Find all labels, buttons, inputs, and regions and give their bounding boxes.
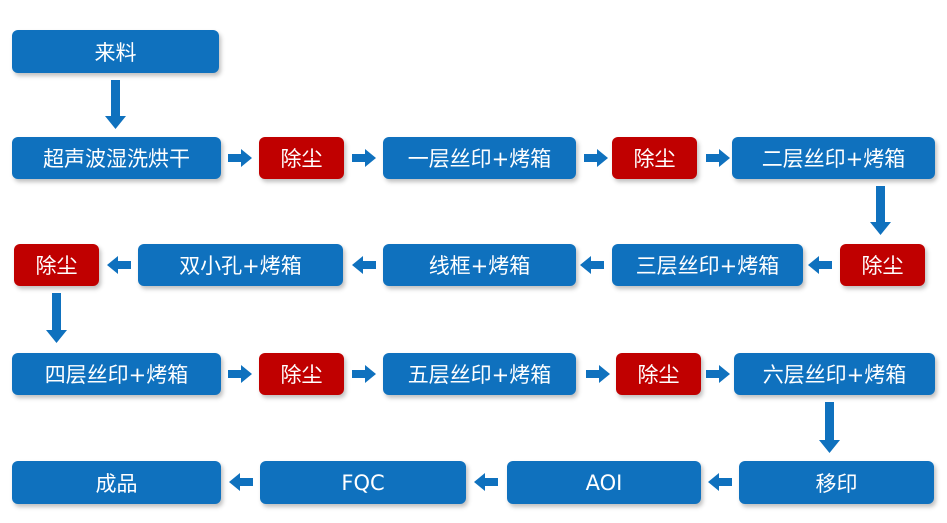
step-print-layer-6: 六层丝印+烤箱 [734,353,935,395]
arrow-left-4 [107,256,131,274]
step-print-layer-5: 五层丝印+烤箱 [383,353,576,395]
step-dust-removal-6: 除尘 [616,353,701,395]
step-dust-removal-2: 除尘 [612,137,697,179]
arrow-down-2 [870,186,891,235]
arrow-down-1 [105,80,126,129]
step-dust-removal-5: 除尘 [259,353,344,395]
arrow-down-3 [46,293,67,343]
step-double-small-hole: 双小孔+烤箱 [138,244,343,286]
step-print-layer-4: 四层丝印+烤箱 [12,353,221,395]
arrow-left-2 [580,256,604,274]
arrow-right-3 [584,149,608,167]
arrow-left-3 [352,256,376,274]
arrow-left-6 [474,473,498,491]
step-dust-removal-4: 除尘 [840,244,925,286]
arrow-right-5 [228,365,252,383]
step-dust-removal-3: 除尘 [14,244,99,286]
step-print-layer-3: 三层丝印+烤箱 [612,244,803,286]
arrow-down-4 [819,402,840,453]
arrow-right-2 [352,149,376,167]
step-wire-frame: 线框+烤箱 [383,244,576,286]
step-incoming-material: 来料 [12,30,219,73]
arrow-left-1 [808,256,832,274]
step-aoi: AOI [507,461,701,504]
step-finished-product: 成品 [12,461,221,504]
step-ultrasonic-wash-dry: 超声波湿洗烘干 [12,137,221,179]
arrow-left-5 [708,473,732,491]
step-fqc: FQC [260,461,466,504]
step-pad-printing: 移印 [739,461,934,504]
arrow-left-7 [229,473,253,491]
arrow-right-6 [352,365,376,383]
arrow-right-7 [586,365,610,383]
step-print-layer-2: 二层丝印+烤箱 [732,137,935,179]
arrow-right-4 [706,149,730,167]
arrow-right-8 [706,365,730,383]
arrow-right-1 [228,149,252,167]
step-print-layer-1: 一层丝印+烤箱 [383,137,576,179]
step-dust-removal-1: 除尘 [259,137,344,179]
